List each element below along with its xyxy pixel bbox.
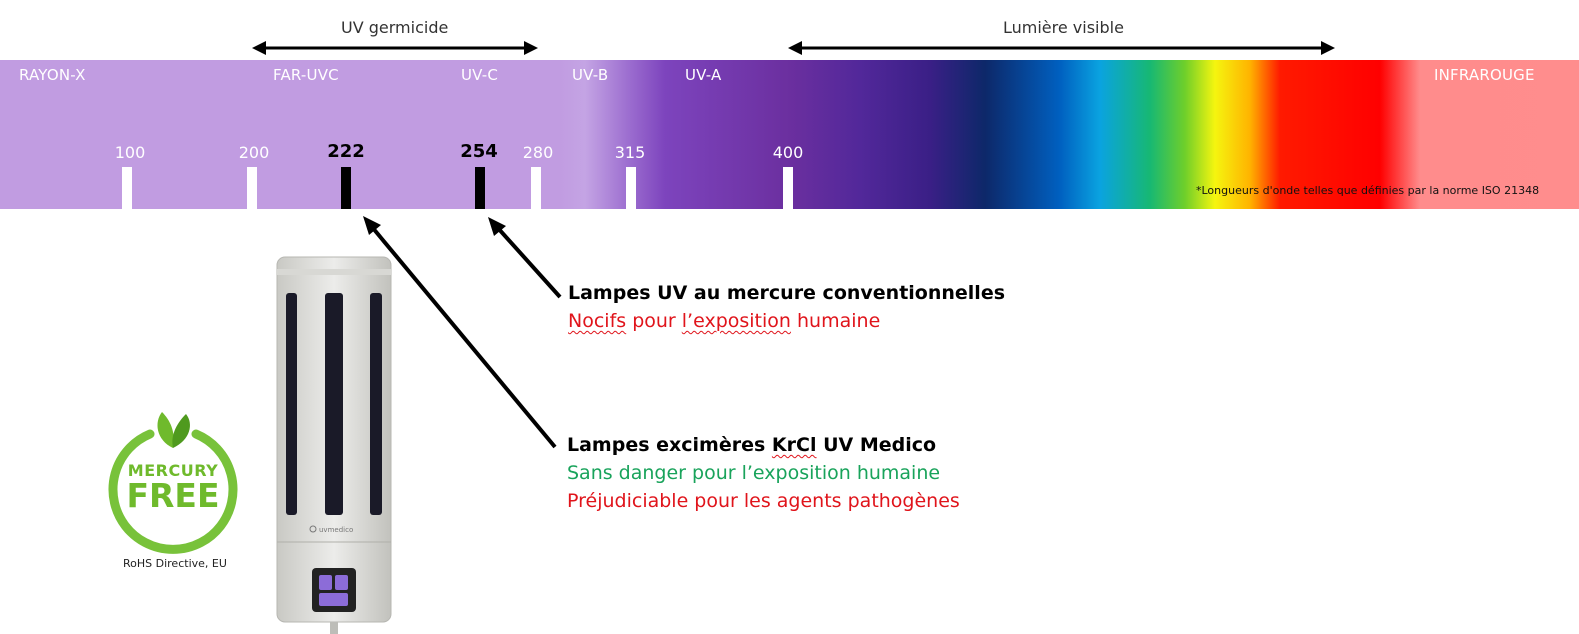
iso-footnote: *Longueurs d'onde telles que définies pa… bbox=[1196, 184, 1540, 197]
mercury-harm-word-4: humaine bbox=[790, 310, 881, 332]
mercury-harm-word-3: l’exposition bbox=[681, 310, 791, 332]
tick-200 bbox=[247, 167, 257, 209]
tick-100 bbox=[122, 167, 132, 209]
mercury-harm-word-1: Nocifs bbox=[568, 310, 627, 332]
region-xray: RAYON-X bbox=[19, 66, 86, 84]
arrow-to-254 bbox=[488, 217, 562, 299]
wavelength-254: 254 bbox=[460, 141, 498, 162]
region-uvb: UV-B bbox=[572, 66, 609, 84]
excimer-pathogen-text: Préjudiciable pour les agents pathogènes bbox=[567, 490, 960, 512]
region-far-uvc: FAR-UVC bbox=[273, 66, 339, 84]
control-panel bbox=[312, 568, 356, 612]
excimer-lamps-title: Lampes excimères KrCl UV Medico bbox=[567, 434, 936, 456]
germicidal-range-arrow bbox=[252, 41, 538, 55]
excimer-safe-text: Sans danger pour l’exposition humaine bbox=[567, 462, 941, 484]
region-uva: UV-A bbox=[685, 66, 722, 84]
uv-lamp-device: uvmedico bbox=[276, 256, 392, 634]
range-arrows bbox=[252, 41, 1335, 55]
uv-panel-left bbox=[286, 293, 297, 515]
excimer-title-part-1: Lampes excimères bbox=[567, 434, 772, 456]
wavelength-222: 222 bbox=[327, 141, 365, 162]
mercury-lamps-harm: Nocifs pour l’exposition humaine bbox=[568, 310, 880, 332]
region-infrared: INFRAROUGE bbox=[1434, 66, 1535, 84]
visible-range-arrow bbox=[788, 41, 1335, 55]
mercury-free-badge bbox=[108, 412, 238, 554]
mercury-harm-word-2: pour bbox=[626, 310, 682, 332]
wavelength-400: 400 bbox=[772, 143, 804, 162]
germicidal-uv-label: UV germicide bbox=[341, 18, 449, 37]
tick-400 bbox=[783, 167, 793, 209]
badge-mercury-text: MERCURY bbox=[127, 461, 219, 480]
visible-light-label: Lumière visible bbox=[1003, 18, 1124, 37]
leaf-icon bbox=[157, 412, 190, 448]
badge-free-text: FREE bbox=[126, 476, 220, 515]
uv-panel-center bbox=[325, 293, 343, 515]
wavelength-315: 315 bbox=[614, 143, 646, 162]
wavelength-200: 200 bbox=[238, 143, 270, 162]
rohs-caption: RoHS Directive, EU bbox=[123, 557, 227, 570]
uv-panel-right bbox=[370, 293, 382, 515]
tick-280 bbox=[531, 167, 541, 209]
excimer-title-part-3: UV Medico bbox=[816, 434, 937, 456]
wavelength-100: 100 bbox=[114, 143, 146, 162]
tick-315 bbox=[626, 167, 636, 209]
excimer-title-part-2: KrCl bbox=[771, 434, 817, 456]
tick-222 bbox=[341, 167, 351, 209]
device-brand: uvmedico bbox=[319, 526, 353, 534]
wavelength-280: 280 bbox=[522, 143, 554, 162]
mercury-lamps-title: Lampes UV au mercure conventionnelles bbox=[568, 282, 1006, 304]
callout-arrows bbox=[363, 216, 562, 449]
region-uvc: UV-C bbox=[461, 66, 499, 84]
arrow-to-222 bbox=[363, 216, 557, 449]
tick-254 bbox=[475, 167, 485, 209]
